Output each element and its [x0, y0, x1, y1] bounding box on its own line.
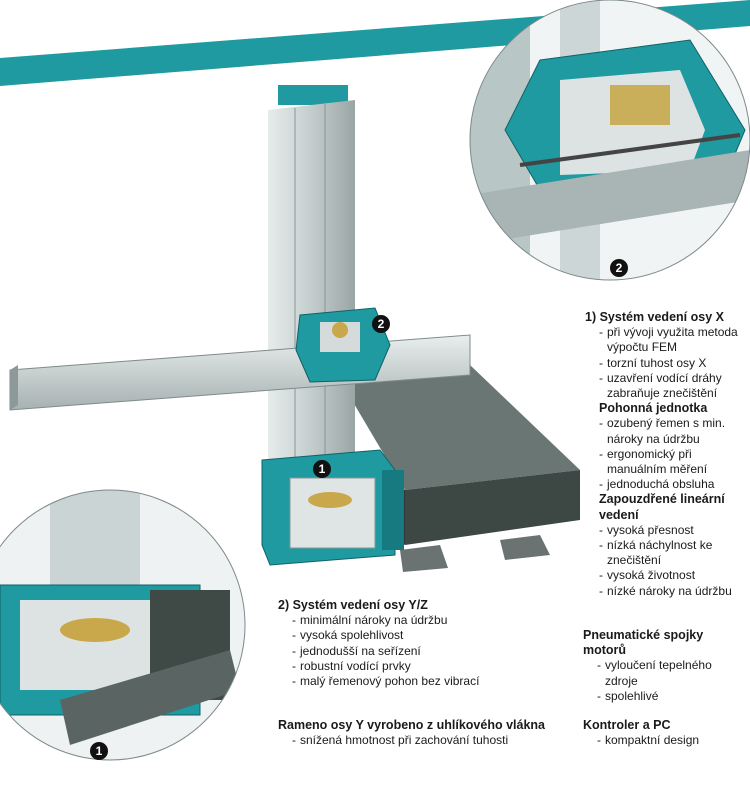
marker-1-main: 1 — [313, 460, 331, 478]
list-item: nízká náchylnost ke znečištění — [599, 538, 747, 568]
marker-2-detail: 2 — [610, 259, 628, 277]
arm-list: snížená hmotnost při zachování tuhosti — [278, 733, 548, 748]
list-item: torzní tuhost osy X — [599, 356, 747, 371]
linear-guide-heading: Zapouzdřené lineární vedení — [599, 492, 725, 522]
list-item: vysoká přesnost — [599, 523, 747, 538]
list-item: spolehlivé — [597, 689, 745, 704]
marker-2-main: 2 — [372, 315, 390, 333]
marker-1-detail: 1 — [90, 742, 108, 760]
yz-guide-list: minimální nároky na údržbu vysoká spoleh… — [278, 613, 538, 689]
list-item: jednoduchá obsluha — [599, 477, 747, 492]
drive-unit-list: ozubený řemen s min. nároky na údržbu er… — [585, 416, 747, 492]
detail-bottom — [0, 490, 245, 760]
list-item: ozubený řemen s min. nároky na údržbu — [599, 416, 747, 446]
yz-guide-section: 2) Systém vedení osy Y/Z minimální nárok… — [278, 598, 538, 689]
list-item: nízké nároky na údržbu — [599, 584, 747, 599]
x-guide-heading: 1) Systém vedení osy X — [585, 310, 724, 324]
list-item: jednodušší na seřízení — [292, 644, 538, 659]
yz-guide-heading: 2) Systém vedení osy Y/Z — [278, 598, 428, 612]
list-item: uzavření vodící dráhy zabraňuje znečiště… — [599, 371, 747, 401]
x-guide-list: při vývoji využita metoda výpočtu FEM to… — [585, 325, 747, 401]
drive-unit-heading: Pohonná jednotka — [599, 401, 708, 416]
list-item: robustní vodící prvky — [292, 659, 538, 674]
pneumatic-heading: Pneumatické spojky motorů — [583, 628, 704, 658]
arm-section: Rameno osy Y vyrobeno z uhlíkového vlákn… — [278, 718, 548, 749]
controller-section: Kontroler a PC kompaktní design — [583, 718, 745, 749]
controller-list: kompaktní design — [583, 733, 745, 748]
list-item: vyloučení tepelného zdroje — [597, 658, 745, 688]
list-item: vysoká životnost — [599, 568, 747, 583]
pneumatic-list: vyloučení tepelného zdroje spolehlivé — [583, 658, 745, 704]
list-item: snížená hmotnost při zachování tuhosti — [292, 733, 548, 748]
vertical-column — [268, 85, 355, 470]
list-item: ergonomický při manuálním měření — [599, 447, 747, 477]
list-item: vysoká spolehlivost — [292, 628, 538, 643]
detail-top — [470, 0, 750, 280]
linear-guide-list: vysoká přesnost nízká náchylnost ke zneč… — [585, 523, 747, 599]
list-item: malý řemenový pohon bez vibrací — [292, 674, 538, 689]
list-item: při vývoji využita metoda výpočtu FEM — [599, 325, 747, 355]
list-item: minimální nároky na údržbu — [292, 613, 538, 628]
list-item: kompaktní design — [597, 733, 745, 748]
controller-heading: Kontroler a PC — [583, 718, 671, 732]
column-carriage — [295, 307, 391, 383]
x-guide-section: 1) Systém vedení osy X při vývoji využit… — [585, 310, 747, 599]
x-drive-housing — [261, 449, 404, 566]
arm-heading: Rameno osy Y vyrobeno z uhlíkového vlákn… — [278, 718, 545, 732]
pneumatic-section: Pneumatické spojky motorů vyloučení tepe… — [583, 628, 745, 704]
